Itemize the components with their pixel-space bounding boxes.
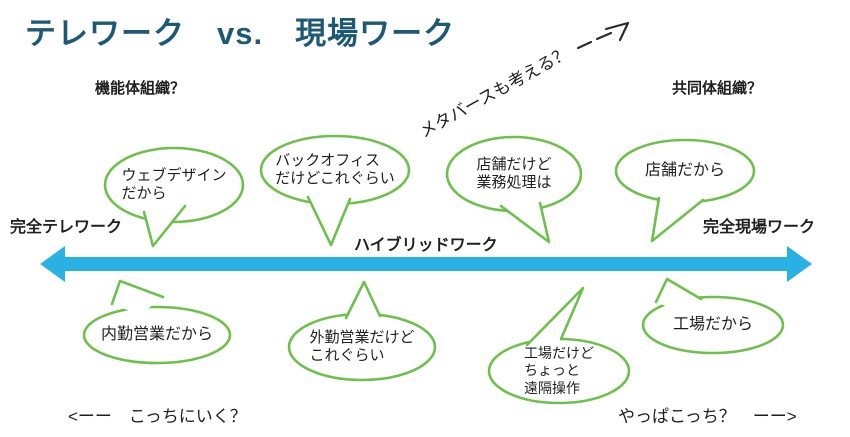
footer-go-right: やっぱこっち？ ーー> bbox=[618, 407, 797, 426]
speech-bubble-text-top-4: 店舗だから bbox=[644, 162, 725, 180]
speech-bubble-shape-top-1 bbox=[103, 146, 245, 248]
footer-go-left: <ーー こっちにいく？ bbox=[68, 407, 247, 426]
speech-bubble-text-top-1: ウェブデザイン だから bbox=[121, 166, 227, 202]
speech-bubble-shape-bottom-1 bbox=[82, 279, 232, 365]
label-hybrid-work: ハイブリッドワーク bbox=[354, 237, 498, 254]
label-full-telework: 完全テレワーク bbox=[10, 219, 123, 236]
speech-bubble-text-top-3: 店舗だけど 業務処理は bbox=[476, 155, 552, 191]
speech-bubble-shape-bottom-2 bbox=[287, 280, 437, 382]
label-functional-org: 機能体組織？ bbox=[95, 80, 186, 97]
double-arrow bbox=[40, 246, 812, 282]
speech-bubble-shape-bottom-4 bbox=[641, 277, 785, 355]
speech-bubble-text-bottom-2: 外勤営業だけど これぐらい bbox=[309, 328, 415, 364]
dashed-arrow-icon bbox=[576, 21, 630, 50]
speech-bubble-shape-top-4 bbox=[614, 138, 756, 243]
speech-bubble-text-top-2: バックオフィス だけどこれぐらい bbox=[275, 151, 395, 187]
speech-bubble-shape-top-3 bbox=[445, 135, 583, 244]
label-community-org: 共同体組織？ bbox=[672, 80, 763, 97]
speech-bubble-shape-bottom-3 bbox=[487, 286, 631, 405]
speech-bubble-text-bottom-1: 内勤営業だから bbox=[100, 326, 213, 344]
speech-bubble-shape-top-2 bbox=[259, 134, 411, 247]
speech-bubble-text-bottom-4: 工場だから bbox=[672, 316, 753, 334]
speech-bubble-text-bottom-3: 工場だけど ちょっと 遠隔操作 bbox=[524, 345, 594, 396]
page-title: テレワーク vs. 現場ワーク bbox=[25, 16, 456, 51]
label-full-onsite: 完全現場ワーク bbox=[703, 219, 816, 236]
